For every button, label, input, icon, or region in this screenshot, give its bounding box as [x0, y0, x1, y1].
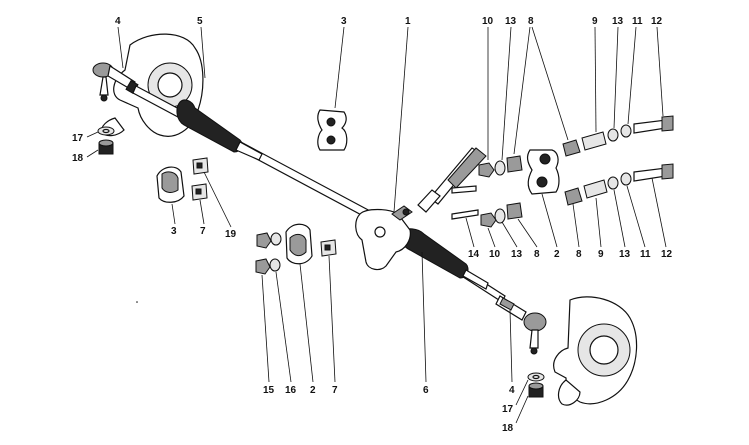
plate-7-lower-clamp: [320, 239, 337, 257]
steering-pinion-shaft: [417, 147, 487, 213]
clamp-bracket-2-lower: [285, 223, 313, 265]
washer-16-lower: [269, 258, 281, 272]
nut-10-lower: [480, 212, 497, 228]
bush-8-upper-left: [506, 155, 523, 173]
washer-13-lower-right: [607, 176, 619, 190]
callout-16: 16: [285, 385, 297, 396]
callout-10: 10: [482, 16, 494, 27]
callout-2: 2: [554, 249, 560, 260]
left-rack-boot: [176, 99, 263, 161]
callout-1: 1: [405, 16, 411, 27]
upper-bracket-3: [317, 109, 348, 151]
right-tie-rod-end: [495, 295, 547, 355]
callout-17: 17: [502, 404, 514, 415]
callout-13: 13: [511, 249, 523, 260]
left-nut-18: [98, 139, 114, 155]
washer-11-upper: [620, 124, 632, 138]
nut-15-upper: [256, 232, 272, 249]
right-steering-knuckle: [553, 296, 638, 406]
callout-8: 8: [528, 16, 534, 27]
callout-8: 8: [576, 249, 582, 260]
bolt-12-upper: [633, 115, 674, 134]
callout-11: 11: [632, 16, 643, 27]
callout-14: 14: [468, 249, 480, 260]
left-washer-17: [97, 126, 115, 136]
washer-13-upper: [494, 160, 506, 176]
callout-19: 19: [225, 229, 237, 240]
nut-10-upper: [478, 162, 495, 178]
clamp-bracket-3-left: [156, 166, 185, 203]
callout-4: 4: [509, 385, 515, 396]
callout-13: 13: [612, 16, 624, 27]
stud-bolt-14: [451, 209, 479, 220]
callout-7: 7: [200, 226, 206, 237]
stray-dot: [136, 301, 138, 303]
plate-7-lower: [191, 183, 208, 201]
washer-16-upper: [270, 232, 282, 246]
left-tie-rod-end: [92, 62, 139, 102]
callout-4: 4: [115, 16, 121, 27]
callout-9: 9: [598, 249, 604, 260]
callout-9: 9: [592, 16, 598, 27]
callout-17: 17: [72, 133, 84, 144]
washer-11-lower: [620, 172, 632, 186]
stud-bolt-upper: [451, 185, 477, 194]
callout-18: 18: [72, 153, 84, 164]
callout-18: 18: [502, 423, 514, 434]
spacer-9-upper: [581, 131, 607, 151]
callout-3: 3: [171, 226, 177, 237]
bolt-12-lower: [633, 163, 674, 182]
callout-12: 12: [661, 249, 673, 260]
plate-7-upper: [192, 157, 209, 175]
callout-13: 13: [505, 16, 517, 27]
spacer-9-lower: [583, 179, 608, 199]
nut-15-lower: [255, 258, 271, 275]
right-washer-17: [527, 372, 545, 382]
washer-13-lower: [494, 208, 506, 224]
callout-5: 5: [197, 16, 203, 27]
steering-box-housing: [355, 205, 413, 271]
bush-8-lower-right: [564, 187, 583, 206]
callout-7: 7: [332, 385, 338, 396]
callout-8: 8: [534, 249, 540, 260]
callout-13: 13: [619, 249, 631, 260]
bush-8-lower-left: [506, 202, 523, 220]
callout-labels: 1 3 4 5 10 13 8 9 13 11 12 17 18 3 7 19 …: [72, 16, 673, 434]
upper-mount-bracket-2: [526, 149, 560, 195]
callout-12: 12: [651, 16, 663, 27]
leader-lines: [86, 26, 667, 424]
callout-15: 15: [263, 385, 275, 396]
callout-10: 10: [489, 249, 501, 260]
callout-3: 3: [341, 16, 347, 27]
callout-11: 11: [640, 249, 651, 260]
callout-6: 6: [423, 385, 429, 396]
callout-2: 2: [310, 385, 316, 396]
bush-8-upper-right: [562, 139, 581, 157]
washer-13-upper-right: [607, 128, 619, 142]
right-nut-18: [528, 382, 544, 398]
